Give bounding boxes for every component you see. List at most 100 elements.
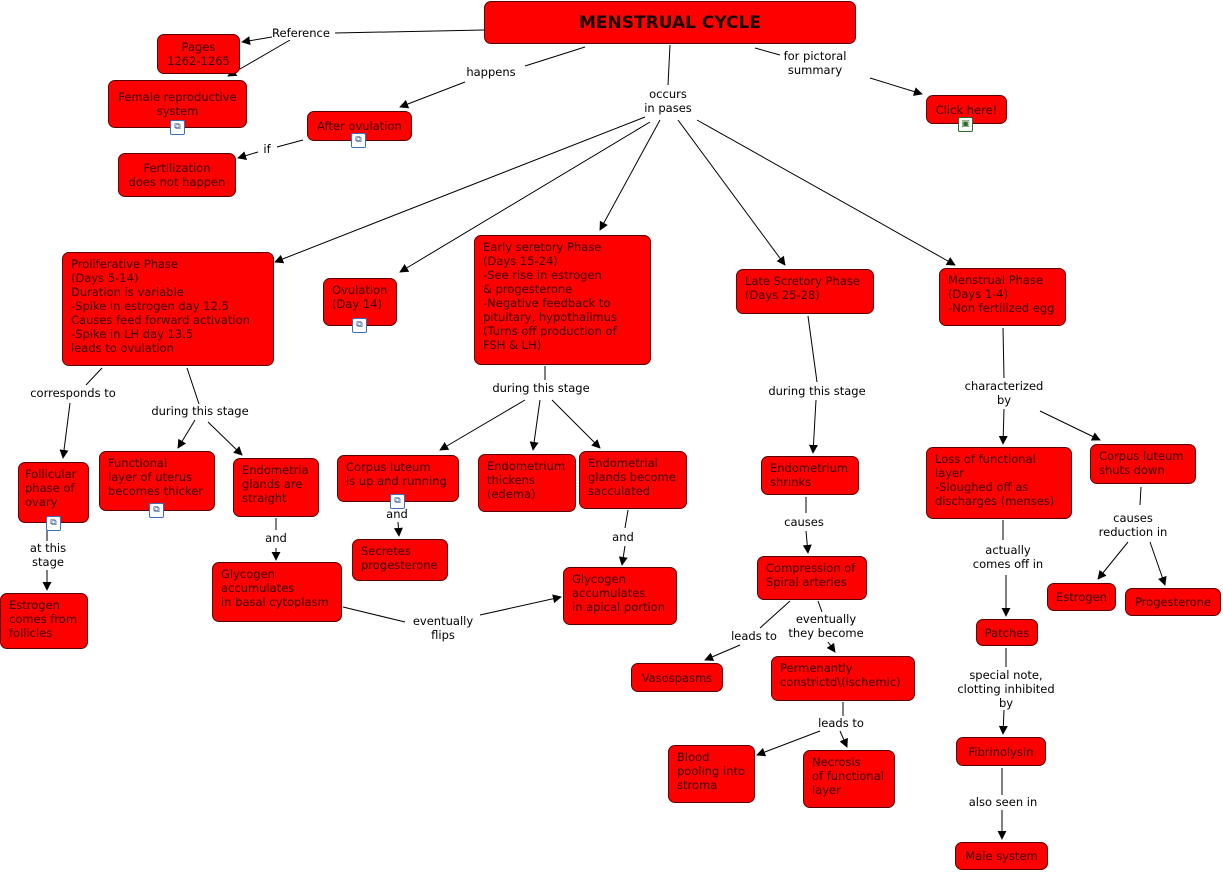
concept-map-icon[interactable]: ⧉ [352, 318, 367, 333]
connection-arrow [756, 730, 821, 757]
node-loss-functional-layer[interactable]: Loss of functional layer -Sloughed off a… [926, 447, 1072, 519]
link-label-if: if [263, 142, 271, 156]
connection-arrow [677, 119, 786, 266]
connection-arrow [241, 36, 273, 46]
connection-arrow [998, 408, 1008, 445]
connection-arrow [998, 709, 1008, 735]
concept-map-icon[interactable]: ⧉ [170, 120, 185, 135]
connection-arrow [393, 521, 403, 537]
connection-arrow [237, 151, 259, 160]
connection-arrow [1039, 410, 1101, 441]
node-fertilization[interactable]: Fertilization does not happen [118, 153, 236, 197]
connection-line [667, 44, 671, 86]
image-icon[interactable]: ▣ [958, 117, 973, 132]
node-male-system[interactable]: Male system [955, 842, 1048, 870]
node-proliferative-phase[interactable]: Proliferative Phase (Days 5-14) Duration… [62, 252, 274, 366]
link-label-also-seen: also seen in [968, 795, 1038, 809]
node-patches[interactable]: Patches [976, 619, 1038, 646]
link-label-happens: happens [466, 65, 516, 79]
connection-line [754, 47, 781, 56]
connection-arrow [479, 594, 562, 616]
node-estrogen-follicles[interactable]: Estrogen comes from follicles [0, 593, 88, 649]
connection-arrow [551, 399, 601, 449]
link-label-reference: Reference [272, 26, 330, 40]
connection-arrow [618, 545, 628, 566]
title-node[interactable]: MENSTRUAL CYCLE [484, 1, 856, 44]
node-female-reproductive[interactable]: Female reproductive system [108, 80, 247, 128]
connection-arrow [439, 399, 526, 451]
node-compression-spiral-arteries[interactable]: Compression of Spiral arteries [757, 556, 867, 600]
connection-arrow [399, 81, 466, 109]
connection-arrow [1097, 541, 1129, 580]
connection-line [1139, 486, 1142, 506]
node-blood-pooling[interactable]: Blood pooling into stroma [668, 745, 755, 803]
node-early-secretory-phase[interactable]: Early seretory Phase (Days 15-24) -See r… [474, 235, 651, 365]
connection-arrow [177, 419, 196, 449]
connection-line [186, 367, 200, 405]
connection-arrow [704, 644, 741, 661]
node-endometria-glands-straight[interactable]: Endometria glands are straight [233, 458, 319, 517]
node-functional-layer[interactable]: Functional layer of uterus becomes thick… [99, 451, 215, 511]
link-label-comes-off: actually comes off in [972, 543, 1044, 571]
node-progesterone[interactable]: Progesterone [1125, 588, 1221, 616]
connection-line [1002, 327, 1005, 379]
link-label-during: during this stage [768, 384, 866, 398]
connection-arrow [207, 421, 243, 456]
link-label-flips: eventually flips [412, 614, 474, 642]
node-endometrium-thickens[interactable]: Endometrium thickens (edema) [478, 454, 576, 512]
link-label-and: and [386, 507, 408, 521]
link-label-during: during this stage [492, 381, 590, 395]
connection-arrow [529, 399, 541, 451]
connection-line [524, 46, 586, 67]
link-label-leads-to: leads to [731, 629, 777, 643]
connection-line [276, 139, 304, 148]
concept-map-icon[interactable]: ⧉ [46, 516, 61, 531]
node-permanently-constricted[interactable]: Permenantly constrictd\(ischemic) [771, 656, 915, 701]
node-late-secretory-phase[interactable]: Late Scretory Phase (Days 25-28) [736, 269, 874, 314]
node-endometrium-shrinks[interactable]: Endometrium shrinks [761, 456, 859, 495]
connection-arrow [826, 641, 836, 653]
node-necrosis[interactable]: Necrosis of functional layer [803, 750, 895, 808]
node-glycogen-apical[interactable]: Glycogen accumulates in apical portion [563, 567, 677, 625]
connection-arrow [839, 730, 848, 748]
link-label-causes: causes [784, 515, 824, 529]
connection-arrow [399, 121, 651, 273]
connection-arrow [59, 402, 71, 459]
connection-arrow [869, 77, 923, 96]
link-label-special-note: special note, clotting inhibited by [957, 668, 1055, 710]
node-glycogen-basal[interactable]: Glycogen accumulates in basal cytoplasm [212, 562, 342, 622]
concept-map-icon[interactable]: ⧉ [390, 494, 405, 509]
connection-line [334, 29, 485, 34]
node-corpus-luteum-shuts-down[interactable]: Corpus luteum shuts down [1090, 444, 1196, 484]
link-label-reduction: causes reduction in [1098, 511, 1168, 539]
node-menstrual-phase[interactable]: Menstrual Phase (Days 1-4) -Non fertiliz… [939, 268, 1066, 326]
link-label-leads-to: leads to [818, 716, 864, 730]
node-after-ovulation[interactable]: After ovulation [307, 111, 412, 141]
concept-map-icon[interactable]: ⧉ [351, 133, 366, 148]
link-label-pictoral: for pictoral summary [783, 49, 847, 77]
connection-line [85, 367, 103, 386]
concept-map-icon[interactable]: ⧉ [149, 503, 164, 518]
node-follicular-phase[interactable]: Follicular phase of ovary [18, 462, 89, 523]
link-label-and: and [265, 531, 287, 545]
link-label-become: eventually they become [788, 612, 864, 640]
connection-line [759, 600, 791, 629]
link-label-corresponds: corresponds to [30, 386, 116, 400]
node-glands-sacculated[interactable]: Endometrial glands become sacculated [579, 451, 687, 509]
link-label-at-stage: at this stage [29, 541, 67, 569]
connection-line [807, 315, 818, 383]
node-secretes-progesterone[interactable]: Secretes progesterone [352, 539, 448, 581]
link-label-characterized: characterized by [964, 379, 1044, 407]
node-estrogen[interactable]: Estrogen [1047, 583, 1116, 611]
connection-arrow [1149, 541, 1167, 586]
node-fibrinolysin[interactable]: Fibrinolysin [956, 737, 1046, 766]
link-label-and: and [612, 530, 634, 544]
link-label-occurs: occurs in pases [644, 87, 692, 115]
connection-arrow [808, 399, 818, 454]
connection-line [624, 509, 629, 529]
node-pages[interactable]: Pages 1262-1265 [157, 34, 240, 74]
connection-arrow [696, 119, 956, 266]
node-vasospasms[interactable]: Vasospasms [631, 663, 723, 692]
connection-line [342, 606, 406, 623]
